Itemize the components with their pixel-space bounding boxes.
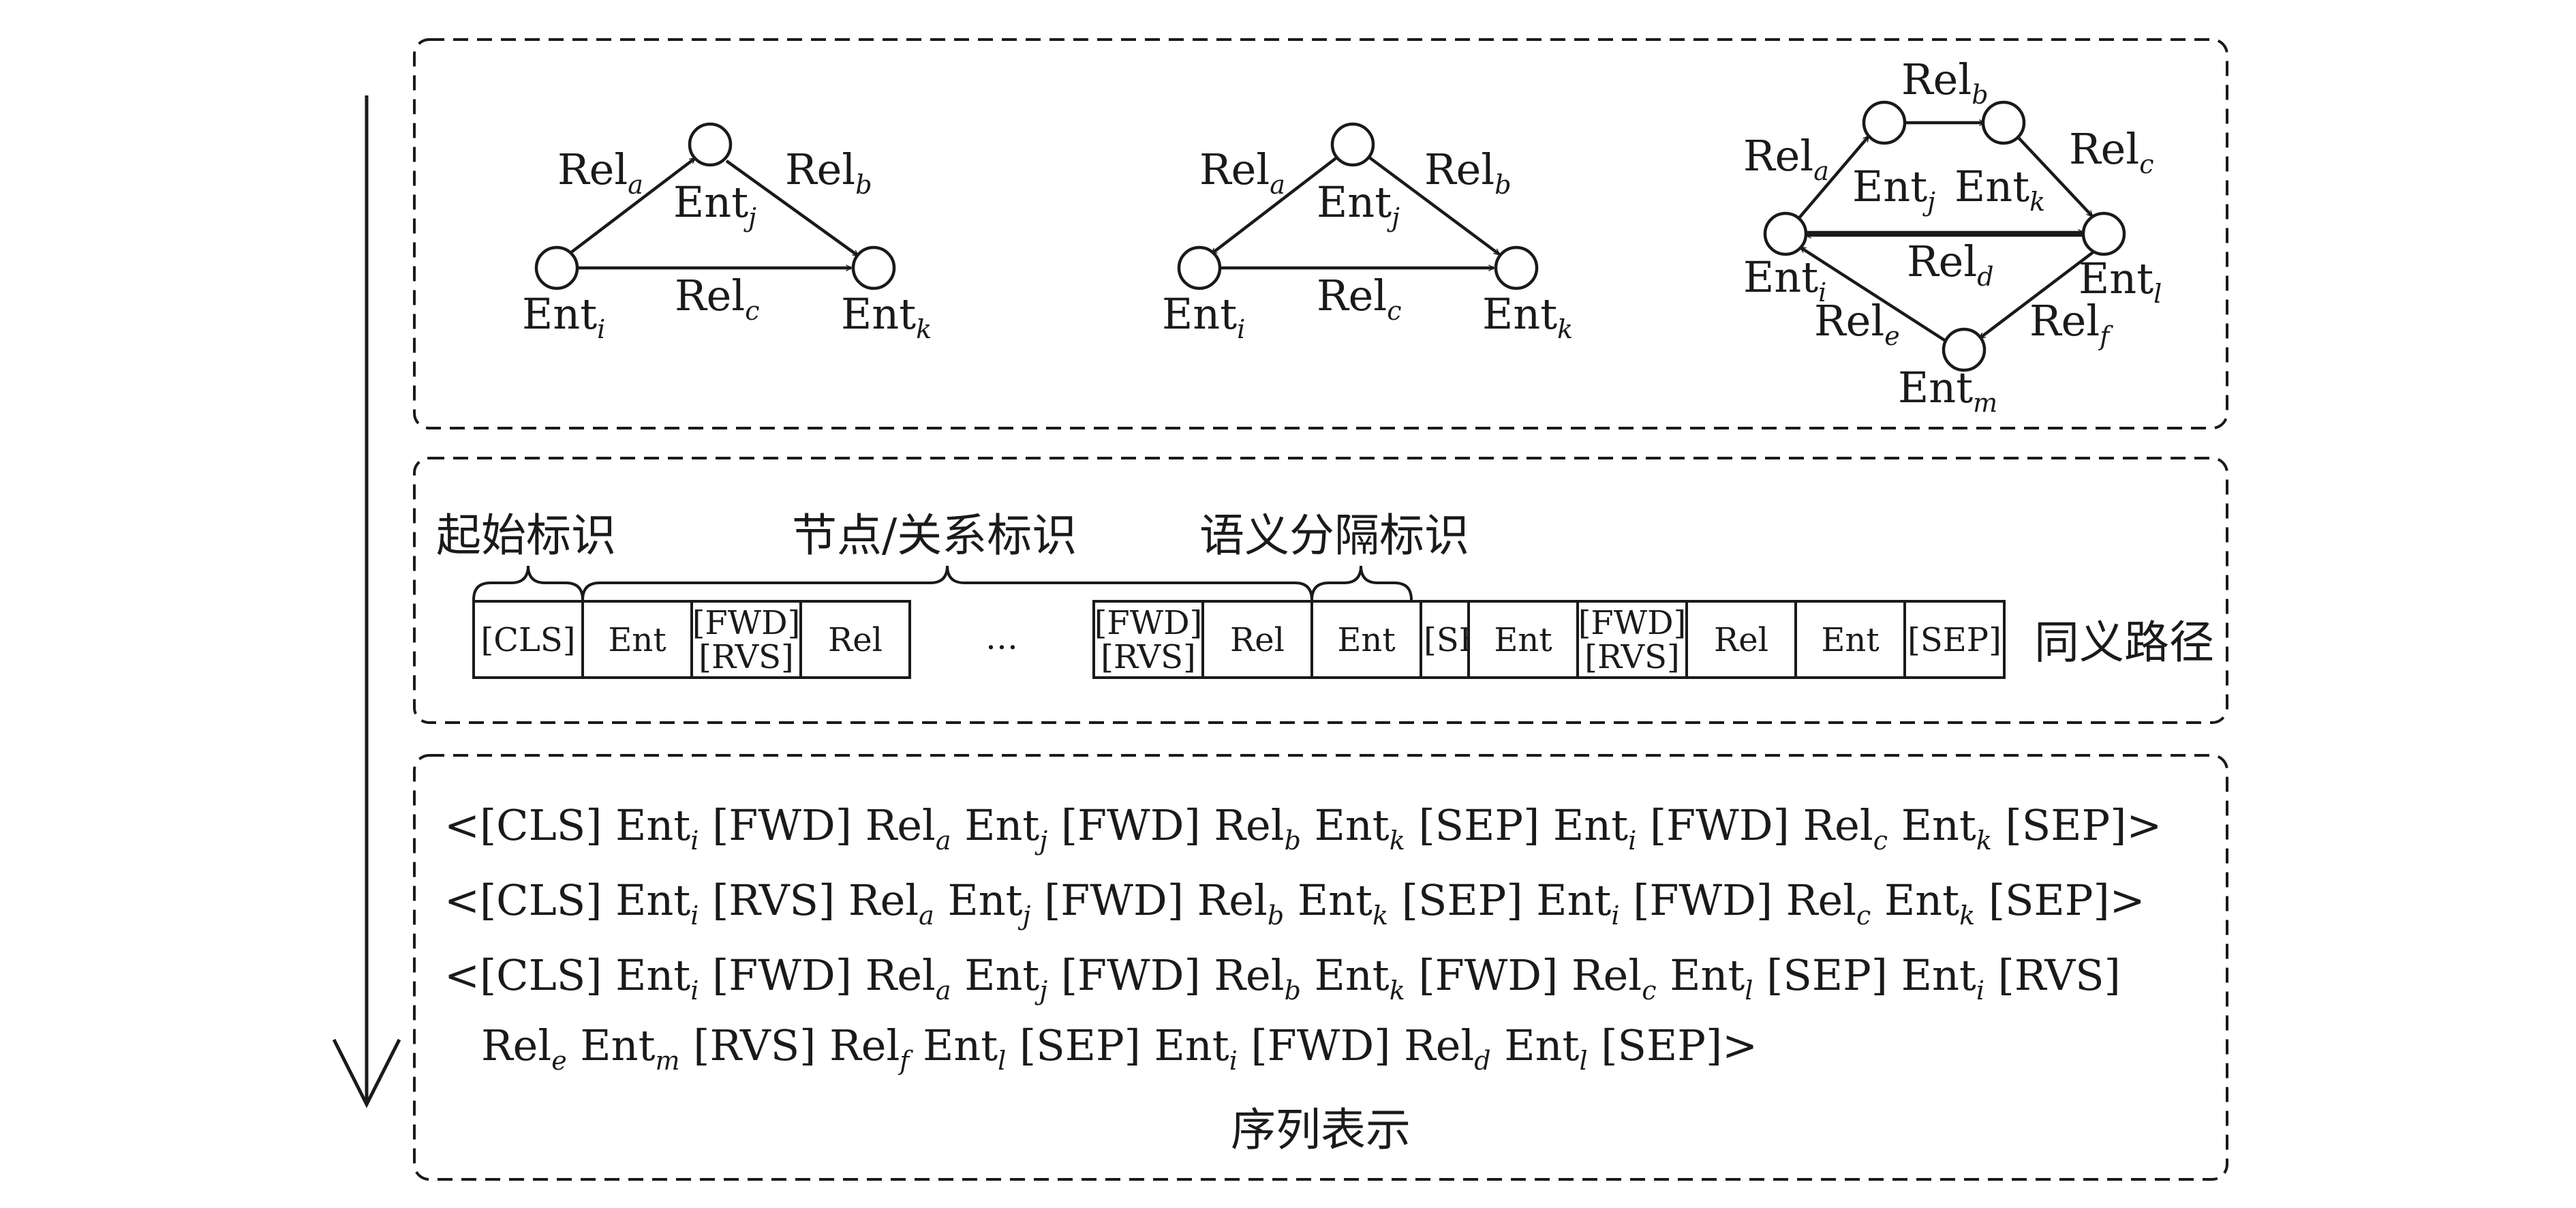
label-ent-i: Enti <box>1162 289 1245 344</box>
label-node-relation-marker: 节点/关系标识 <box>792 509 1077 562</box>
node-ent-i <box>1763 211 1808 256</box>
token-label: [FWD] <box>1578 604 1687 642</box>
label-rel-c: Relc <box>1317 271 1402 326</box>
graph-panel-frame <box>413 38 2228 429</box>
edge-rel-f <box>1980 247 2099 339</box>
token-cell <box>1310 600 1422 679</box>
label-ent-i: Enti <box>1743 252 1826 307</box>
sequence-line-3: <[CLS] Enti [FWD] Rela Entj [FWD] Relb E… <box>444 950 2121 1006</box>
label-ent-j: Entj <box>673 177 756 232</box>
brace-start <box>472 565 584 601</box>
label-ent-k: Entk <box>841 289 932 344</box>
edge-rel-b <box>725 160 858 257</box>
label-rel-b: Relb <box>1901 55 1989 110</box>
label-rel-b: Relb <box>1424 145 1512 200</box>
label-separator-marker: 语义分隔标识 <box>1199 509 1469 562</box>
token-panel-frame <box>413 457 2228 724</box>
token-cell <box>1794 600 1906 679</box>
label-rel-a: Rela <box>1743 131 1829 186</box>
ellipsis: … <box>985 619 1018 657</box>
label-rel-c: Relc <box>675 271 760 326</box>
token-label: Ent <box>1337 621 1395 659</box>
token-label: Ent <box>608 621 666 659</box>
node-ent-i <box>1177 245 1222 290</box>
sequence-panel: <[CLS] Enti [FWD] Rela Entj [FWD] Relb E… <box>444 800 2162 1156</box>
label-rel-a: Rela <box>1199 145 1285 200</box>
token-label: [FWD] <box>1094 604 1203 642</box>
graph-1: Rela Relb Entj Relc Enti Entk <box>522 122 932 344</box>
token-label: [CLS] <box>481 621 576 659</box>
token-label: [RVS] <box>1101 638 1195 676</box>
label-rel-d: Reld <box>1907 237 1994 292</box>
label-rel-e: Rele <box>1814 296 1900 351</box>
token-cell <box>1467 600 1579 679</box>
edge-rel-e <box>1800 246 1949 344</box>
node-ent-l <box>2081 211 2126 256</box>
sequence-line-4: Rele Entm [RVS] Relf Entl [SEP] Enti [FW… <box>481 1021 1758 1076</box>
node-ent-k <box>851 245 896 290</box>
sequence-caption: 序列表示 <box>1231 1104 1411 1156</box>
node-ent-j <box>1862 100 1907 145</box>
edge-rel-b <box>1367 155 1499 256</box>
token-label: Rel <box>1230 621 1285 659</box>
node-ent-j <box>688 122 733 167</box>
token-label: Rel <box>1714 621 1768 659</box>
flow-arrow <box>332 95 401 1108</box>
token-cell <box>1576 600 1688 679</box>
label-rel-b: Relb <box>785 145 872 200</box>
label-ent-j: Entj <box>1852 162 1935 217</box>
label-ent-k: Entk <box>1954 162 2045 217</box>
label-synonym-path: 同义路径 <box>2034 616 2214 669</box>
token-label: Rel <box>828 621 883 659</box>
token-label: [RVS] <box>699 638 793 676</box>
token-cell <box>799 600 911 679</box>
label-ent-j: Entj <box>1317 177 1400 232</box>
token-label: [FWD] <box>692 604 801 642</box>
token-label: Ent <box>1821 621 1879 659</box>
label-ent-m: Entm <box>1898 363 1997 418</box>
label-ent-i: Enti <box>522 289 605 344</box>
edge-rel-c <box>2016 135 2092 216</box>
sequence-panel-frame <box>413 754 2228 1181</box>
token-cell <box>1903 600 2006 679</box>
token-panel: 起始标识 节点/关系标识 语义分隔标识 [CLS]Ent[FWD][RVS]Re… <box>436 509 2214 679</box>
token-cell <box>1092 600 1204 679</box>
token-label: [RVS] <box>1584 638 1679 676</box>
edge-rel-a <box>569 157 695 254</box>
label-ent-l: Entl <box>2079 254 2162 309</box>
graph-3: Relb Rela Relc Entj Entk Reld Enti Entl … <box>1743 55 2162 418</box>
label-ent-k: Entk <box>1482 289 1573 344</box>
brace-separator <box>1310 565 1413 601</box>
sequence-line-2: <[CLS] Enti [RVS] Rela Entj [FWD] Relb E… <box>444 875 2145 931</box>
graph-2: Rela Relb Entj Relc Enti Entk <box>1162 122 1573 344</box>
edge-rel-a <box>1796 136 1870 221</box>
node-ent-j <box>1330 122 1375 167</box>
token-cell <box>1685 600 1797 679</box>
label-rel-f: Relf <box>2029 296 2113 351</box>
edge-rel-a <box>1212 155 1339 255</box>
synonym-token-sequence: Ent [FWD][RVS] Rel Ent [SEP] <box>1467 600 2006 679</box>
label-start-marker: 起始标识 <box>436 509 616 562</box>
token-label: [SEP] <box>1907 621 2002 659</box>
node-ent-k <box>1981 100 2026 145</box>
node-ent-i <box>534 245 579 290</box>
sequence-line-1: <[CLS] Enti [FWD] Rela Entj [FWD] Relb E… <box>444 800 2162 856</box>
token-label: Ent <box>1494 621 1552 659</box>
token-cell <box>690 600 802 679</box>
main-token-sequence: [CLS]Ent[FWD][RVS]Rel…[FWD][RVS]RelEnt[S… <box>472 600 1522 679</box>
brace-node-relation <box>581 565 1313 601</box>
node-ent-k <box>1494 245 1539 290</box>
label-rel-c: Relc <box>2069 124 2154 179</box>
label-rel-a: Rela <box>557 145 643 200</box>
node-ent-m <box>1942 327 1987 372</box>
